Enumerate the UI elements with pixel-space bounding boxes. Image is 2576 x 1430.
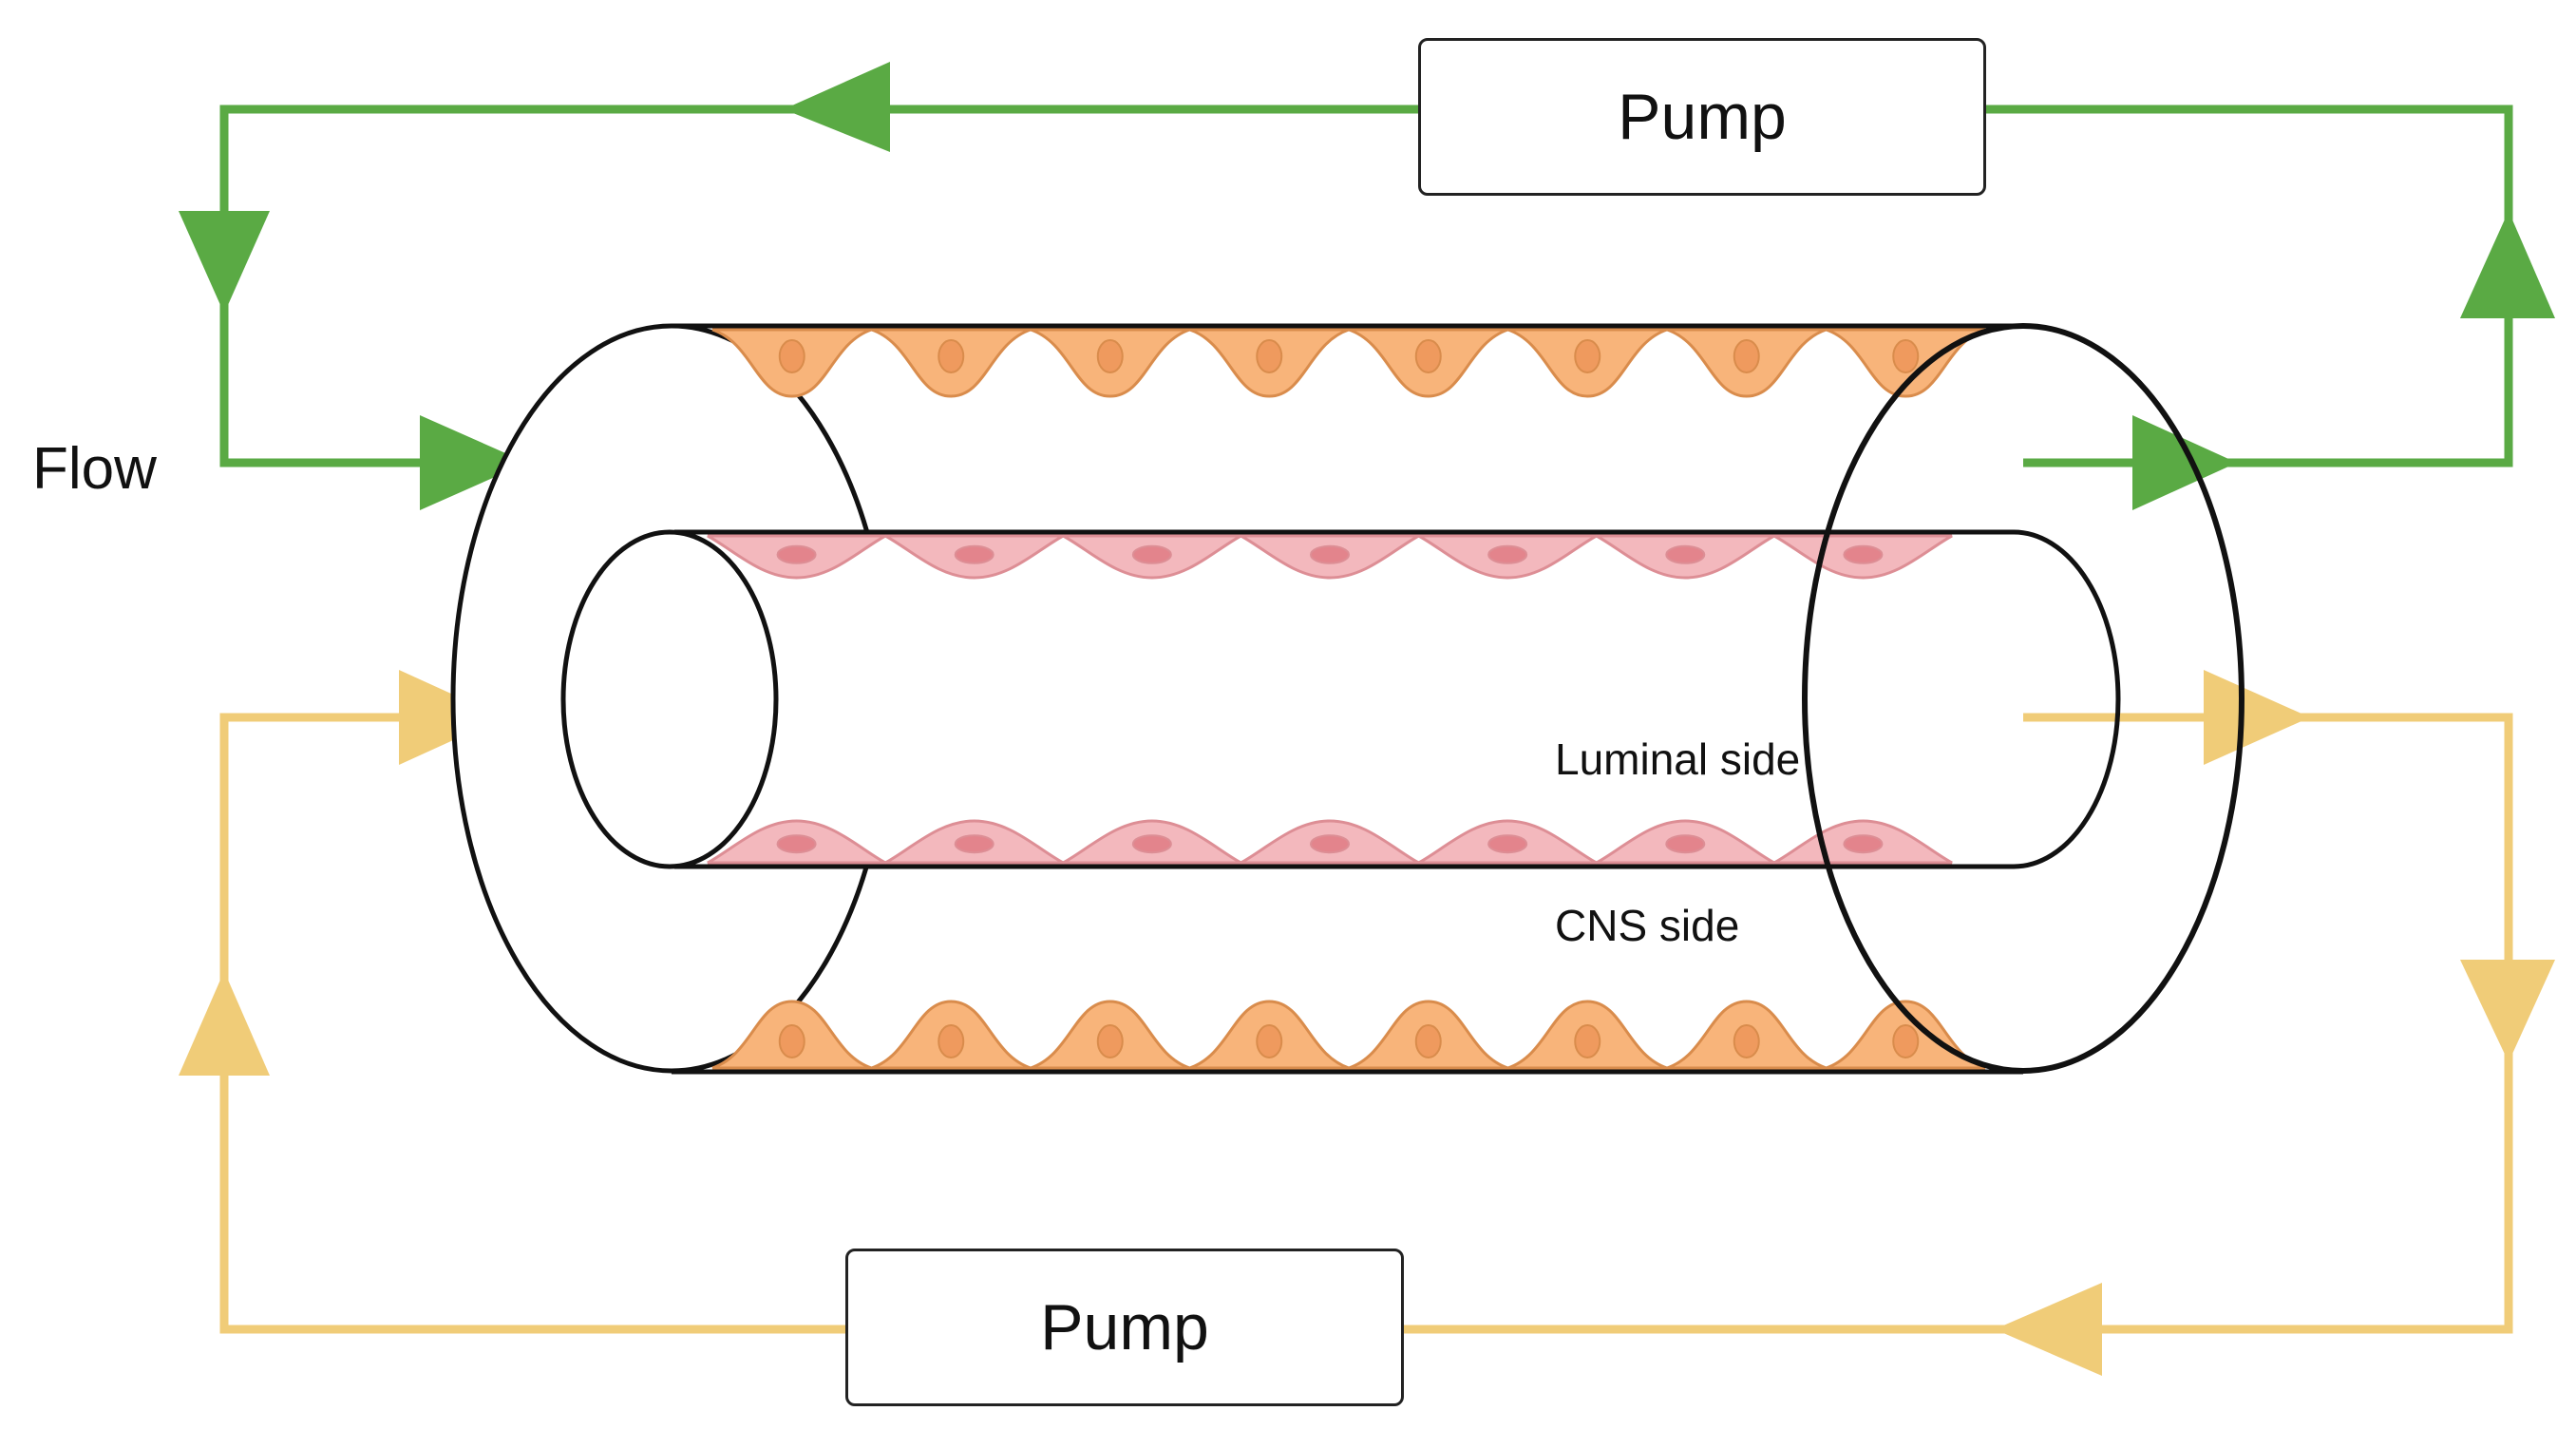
endothelial-nucleus bbox=[1665, 834, 1706, 854]
green-loop-right bbox=[1986, 105, 2513, 467]
endothelial-nucleus bbox=[1131, 544, 1172, 564]
pump-top-box: Pump bbox=[1418, 38, 1986, 196]
inner-fiber-right-end bbox=[2013, 529, 2121, 869]
endothelial-nucleus bbox=[1843, 544, 1884, 564]
astrocyte-nucleus bbox=[1414, 339, 1442, 373]
green-arrow-right-up bbox=[2460, 211, 2555, 318]
astrocyte-nucleus bbox=[1256, 1024, 1283, 1058]
astrocyte-nucleus bbox=[778, 339, 805, 373]
inner-fiber-left-opening bbox=[560, 529, 779, 869]
astrocyte-nucleus bbox=[1733, 1024, 1760, 1058]
outer-cylinder-right-end bbox=[1802, 323, 2245, 1074]
endothelial-nucleus bbox=[1310, 834, 1350, 854]
endothelial-nucleus bbox=[954, 834, 994, 854]
luminal-side-label: Luminal side bbox=[1555, 734, 1801, 784]
outer-cells-bottom-row bbox=[711, 1000, 1986, 1070]
astrocyte-nucleus bbox=[1096, 1024, 1124, 1058]
endothelial-nucleus bbox=[1487, 834, 1528, 854]
astrocyte-nucleus bbox=[938, 339, 965, 373]
astrocyte-nucleus bbox=[1574, 339, 1601, 373]
endothelial-nucleus bbox=[1665, 544, 1706, 564]
pump-bottom-box: Pump bbox=[845, 1249, 1404, 1406]
astrocyte-nucleus bbox=[1892, 339, 1920, 373]
yellow-arrow-right-down bbox=[2460, 960, 2555, 1062]
astrocyte-nucleus bbox=[938, 1024, 965, 1058]
pump-bottom-label: Pump bbox=[1040, 1291, 1209, 1363]
yellow-flow-loop bbox=[179, 670, 2555, 1376]
cns-side-label: CNS side bbox=[1555, 901, 1740, 950]
inner-cells-top-row bbox=[707, 534, 1953, 580]
astrocyte-nucleus bbox=[1096, 339, 1124, 373]
green-arrow-outlet bbox=[2132, 415, 2237, 510]
green-arrow-top bbox=[784, 62, 890, 152]
yellow-arrow-bottom bbox=[1995, 1283, 2102, 1376]
astrocyte-nucleus bbox=[1574, 1024, 1601, 1058]
outer-cells-top-row bbox=[711, 328, 1986, 398]
green-flow-loop bbox=[179, 62, 2555, 510]
yellow-arrow-left-up bbox=[179, 971, 270, 1076]
astrocyte-nucleus bbox=[1256, 339, 1283, 373]
astrocyte-nucleus bbox=[778, 1024, 805, 1058]
inner-cells-bottom-row bbox=[707, 819, 1953, 865]
inner-fiber bbox=[560, 529, 2121, 869]
astrocyte-nucleus bbox=[1414, 1024, 1442, 1058]
astrocyte-nucleus bbox=[1733, 339, 1760, 373]
green-arrow-left-down bbox=[179, 211, 270, 314]
astrocyte-nucleus bbox=[1892, 1024, 1920, 1058]
endothelial-nucleus bbox=[776, 834, 817, 854]
endothelial-nucleus bbox=[954, 544, 994, 564]
flow-label: Flow bbox=[32, 436, 157, 502]
endothelial-nucleus bbox=[776, 544, 817, 564]
yellow-arrow-outlet bbox=[2204, 670, 2310, 765]
endothelial-nucleus bbox=[1843, 834, 1884, 854]
endothelial-nucleus bbox=[1310, 544, 1350, 564]
green-arrow-inlet bbox=[420, 415, 527, 510]
pump-top-label: Pump bbox=[1618, 81, 1787, 153]
endothelial-nucleus bbox=[1131, 834, 1172, 854]
endothelial-nucleus bbox=[1487, 544, 1528, 564]
